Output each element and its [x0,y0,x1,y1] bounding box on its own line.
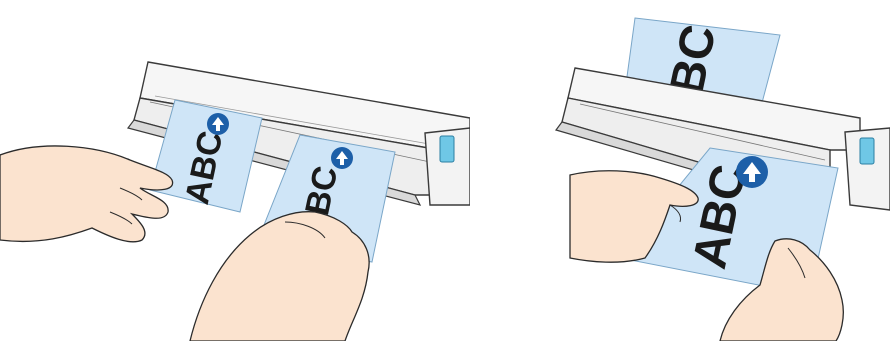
right-hand [719,238,844,341]
arrow-up-icon [207,113,229,135]
left-scanner-illustration: ABC ABC [0,61,470,341]
left-hand [569,170,699,263]
left-scanner-svg: ABC ABC [0,61,470,341]
right-scanner-svg: ABC ABC [554,17,890,341]
arrow-up-icon [331,147,353,169]
status-indicator [859,137,875,165]
status-indicator [439,135,455,163]
right-hand [189,211,370,341]
right-scanner-illustration: ABC ABC [520,0,890,341]
document-1: ABC [149,99,263,213]
left-hand [0,145,174,243]
arrow-up-icon [736,156,768,188]
